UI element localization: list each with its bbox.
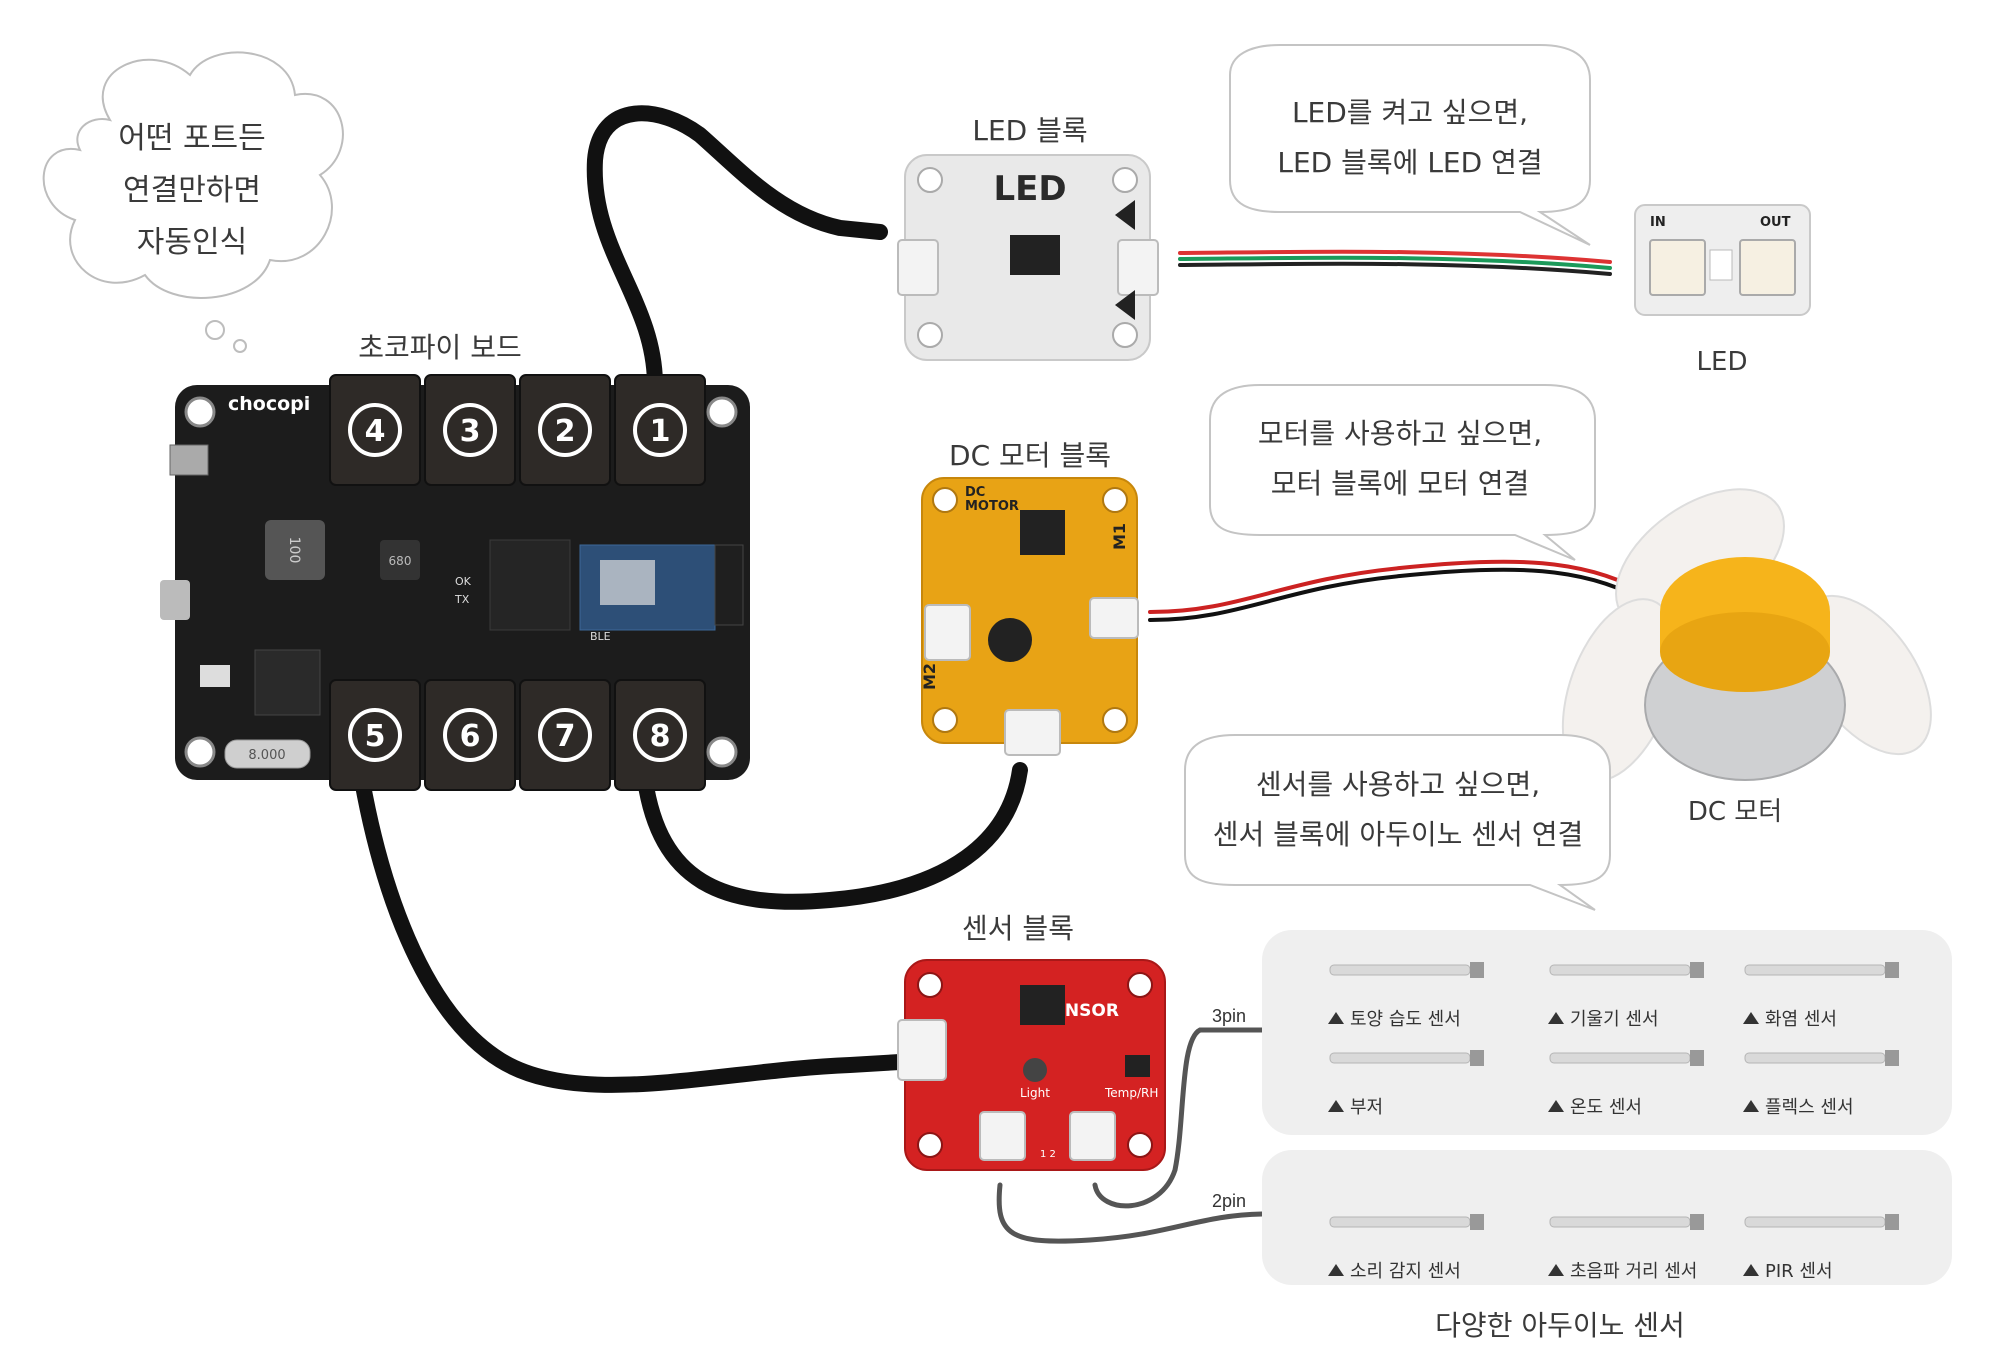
sensor-bubble-line-1: 센서를 사용하고 싶으면, (1256, 768, 1540, 801)
bottom-port-number-6: 6 (460, 719, 481, 754)
sensor-pin12-text: 1 2 (1040, 1149, 1056, 1160)
motor-speech-bubble: 모터를 사용하고 싶으면, 모터 블록에 모터 연결 (1210, 385, 1595, 560)
cap-label: 680 (389, 554, 412, 568)
ble-label: BLE (590, 630, 611, 643)
sensor-name: PIR 센서 (1765, 1261, 1833, 1282)
cloud-line-1: 어떤 포트든 (118, 121, 266, 156)
bottom-port-8[interactable]: 8 (615, 680, 705, 790)
top-port-number-1: 1 (650, 414, 671, 449)
sensor-name: 기울기 센서 (1570, 1009, 1659, 1030)
bottom-port-number-5: 5 (365, 719, 386, 754)
sensor-name: 부저 (1350, 1097, 1383, 1118)
cloud-line-2: 연결만하면 (123, 173, 261, 208)
bottom-port-number-7: 7 (555, 719, 576, 754)
dc-m2-text: M2 (920, 663, 939, 690)
tx-label: TX (454, 593, 470, 606)
sensor-speech-bubble: 센서를 사용하고 싶으면, 센서 블록에 아두이노 센서 연결 (1185, 735, 1610, 910)
sensor-name: 플렉스 센서 (1765, 1097, 1854, 1118)
led-bubble-line-1: LED를 켜고 싶으면, (1292, 96, 1528, 129)
sensor-name: 온도 센서 (1570, 1097, 1642, 1118)
motor-bubble-line-1: 모터를 사용하고 싶으면, (1258, 417, 1542, 450)
footer-caption: 다양한 아두이노 센서 (1435, 1309, 1685, 1342)
bottom-port-7[interactable]: 7 (520, 680, 610, 790)
pin-label-2pin: 2pin (1212, 1191, 1246, 1211)
led-in-text: IN (1650, 215, 1666, 230)
cloud-speech-bubble: 어떤 포트든 연결만하면 자동인식 (44, 52, 343, 352)
sensor-temp-text: Temp/RH (1104, 1086, 1158, 1100)
sensor-name: 초음파 거리 센서 (1570, 1261, 1697, 1282)
led-speech-bubble: LED를 켜고 싶으면, LED 블록에 LED 연결 (1230, 45, 1590, 245)
sensor-block-label: 센서 블록 (962, 912, 1074, 945)
led-block-label: LED 블록 (972, 114, 1087, 147)
top-port-number-2: 2 (555, 414, 576, 449)
crystal-label: 8.000 (248, 748, 285, 763)
led-block-board-text: LED (993, 169, 1066, 209)
led-block: LED 블록 LED (898, 114, 1158, 360)
cloud-line-3: 자동인식 (137, 225, 247, 260)
top-port-4[interactable]: 4 (330, 375, 420, 485)
board-logo: chocopi (228, 393, 310, 415)
top-port-2[interactable]: 2 (520, 375, 610, 485)
bottom-port-6[interactable]: 6 (425, 680, 515, 790)
led-bubble-line-2: LED 블록에 LED 연결 (1277, 146, 1542, 179)
cable-dc-block-to-motor (1150, 562, 1640, 612)
sensor-block: 센서 블록 SENSOR Light Temp/RH 1 2 (898, 912, 1165, 1170)
top-port-number-4: 4 (365, 414, 386, 449)
cable-board-to-sensor-block (362, 780, 900, 1085)
ok-label: OK (455, 575, 472, 588)
sensor-name: 화염 센서 (1765, 1009, 1837, 1030)
dc-motor-block: DC 모터 블록 DC MOTOR M1 M2 (920, 439, 1138, 755)
dc-board-text-1: DC (965, 485, 985, 500)
bottom-port-5[interactable]: 5 (330, 680, 420, 790)
dc-board-text-2: MOTOR (965, 499, 1019, 514)
top-port-3[interactable]: 3 (425, 375, 515, 485)
sensor-name: 소리 감지 센서 (1350, 1261, 1461, 1282)
dc-m1-text: M1 (1110, 523, 1129, 550)
inductor-label: 100 (286, 537, 302, 564)
led-module: IN OUT LED (1635, 205, 1810, 377)
top-port-number-3: 3 (460, 414, 481, 449)
sensor-name: 토양 습도 센서 (1350, 1009, 1461, 1030)
dc-motor-label: DC 모터 (1688, 797, 1782, 827)
board-title: 초코파이 보드 (358, 331, 521, 364)
sensor-bubble-line-2: 센서 블록에 아두이노 센서 연결 (1213, 818, 1583, 851)
top-port-1[interactable]: 1 (615, 375, 705, 485)
led-module-label: LED (1697, 347, 1748, 377)
cable-board-to-led-block (595, 113, 880, 385)
bottom-port-number-8: 8 (650, 719, 671, 754)
motor-bubble-line-2: 모터 블록에 모터 연결 (1271, 467, 1530, 500)
dc-block-label: DC 모터 블록 (949, 439, 1111, 472)
led-out-text: OUT (1760, 215, 1791, 230)
pin-label-3pin: 3pin (1212, 1006, 1246, 1026)
sensor-light-text: Light (1020, 1086, 1050, 1100)
